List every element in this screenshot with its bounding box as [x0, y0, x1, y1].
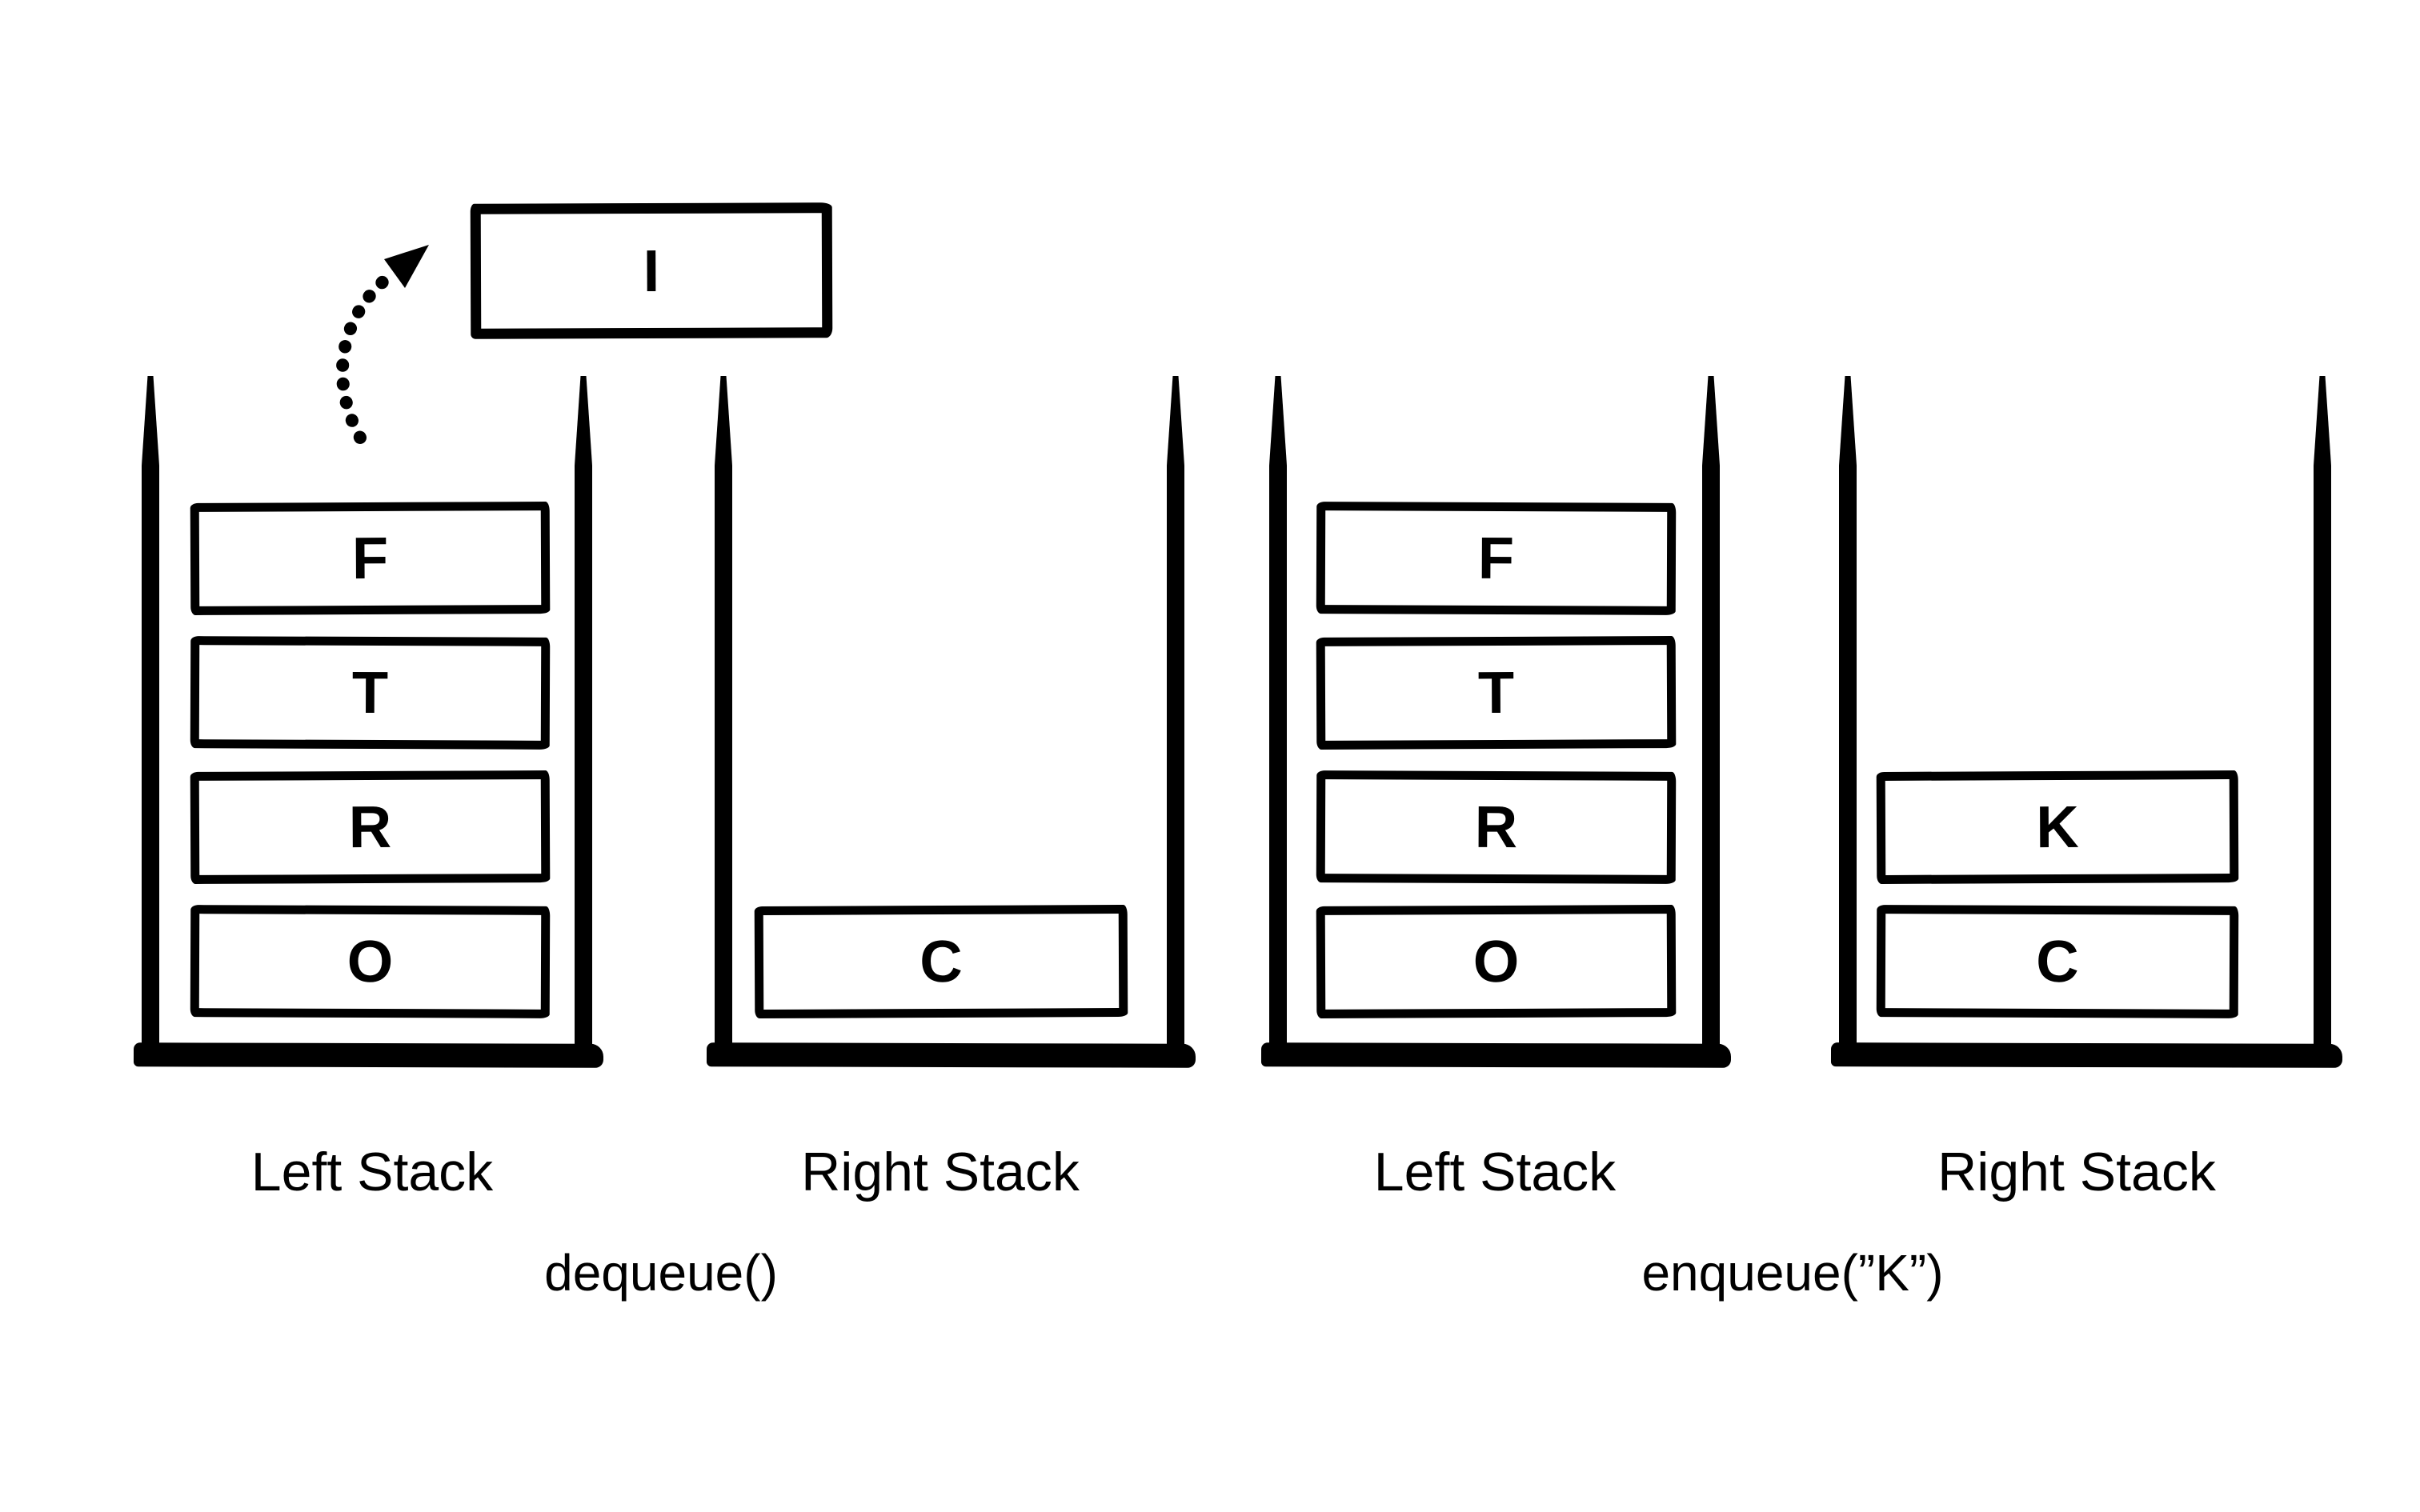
dequeue-arrow-icon: [336, 245, 429, 444]
operation-caption: enqueue(”K”): [1641, 1244, 1944, 1302]
stack-right-wall: [1702, 376, 1720, 1064]
stack-right-wall: [1167, 376, 1184, 1064]
stack-item-letter: K: [2036, 793, 2079, 861]
stack-label: Right Stack: [801, 1142, 1080, 1202]
stack-label: Left Stack: [1373, 1142, 1617, 1202]
stack-right-wall: [575, 376, 592, 1064]
stack-base: [1260, 1042, 1732, 1068]
stack-left-wall: [142, 376, 159, 1064]
stack-left-wall: [1269, 376, 1287, 1064]
stack-item-letter: C: [2036, 927, 2079, 995]
stack-left-wall: [1839, 376, 1857, 1064]
stack-right-wall: [2314, 376, 2331, 1064]
stack-item-box: K: [1876, 770, 2239, 884]
stack-item-letter: T: [1477, 658, 1515, 726]
stack-item-box: C: [1876, 905, 2239, 1018]
stack-item-box: R: [1316, 770, 1677, 884]
stack-label: Left Stack: [250, 1142, 494, 1202]
stack-base: [1830, 1042, 2343, 1068]
stack-left-wall: [715, 376, 732, 1064]
dequeue-right-stack: C: [706, 376, 1196, 1068]
stack-label: Right Stack: [1937, 1142, 2216, 1202]
stack-item-letter: R: [1474, 793, 1518, 861]
stack-item-letter: O: [1472, 927, 1520, 995]
dequeue-left-stack: F T R O: [133, 376, 604, 1068]
enqueue-right-stack: K C: [1830, 376, 2343, 1068]
stack-item-letter: F: [1477, 524, 1515, 592]
operation-caption: dequeue(): [544, 1244, 778, 1302]
stack-item-box: F: [1316, 502, 1677, 615]
stack-item-box: O: [1316, 905, 1677, 1018]
enqueue-left-stack: F T R O: [1260, 376, 1732, 1068]
stack-item-box: T: [1316, 636, 1677, 750]
